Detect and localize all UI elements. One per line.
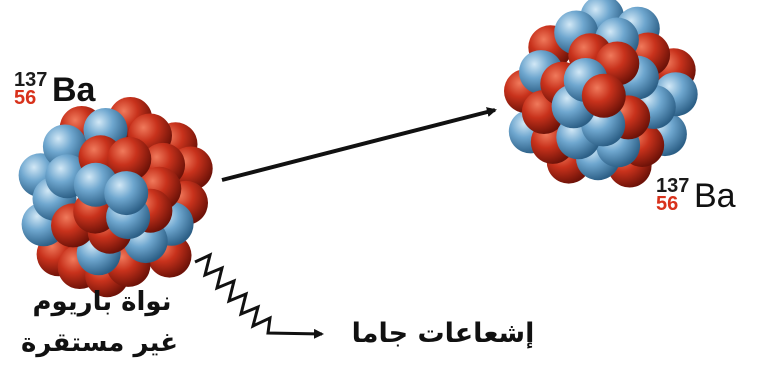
unstable-barium-nucleus xyxy=(19,97,213,297)
isotope-label-right: 137 56 Ba xyxy=(656,176,762,226)
atomic-number: 56 xyxy=(656,194,678,214)
element-symbol: Ba xyxy=(694,179,736,213)
gamma-rays-label: إشعاعات جاما xyxy=(348,320,538,347)
decay-arrow xyxy=(222,110,495,180)
atomic-number: 56 xyxy=(14,88,36,108)
neutron-sphere xyxy=(104,171,148,215)
gamma-ray-wave xyxy=(195,255,322,334)
element-symbol: Ba xyxy=(52,73,95,107)
unstable-caption-line2: غير مستقرة xyxy=(28,330,178,356)
isotope-label-left: 137 56 Ba xyxy=(14,70,124,120)
proton-sphere xyxy=(582,74,626,118)
unstable-caption-line1: نواة باريوم xyxy=(32,289,172,315)
stable-barium-nucleus xyxy=(504,0,698,187)
